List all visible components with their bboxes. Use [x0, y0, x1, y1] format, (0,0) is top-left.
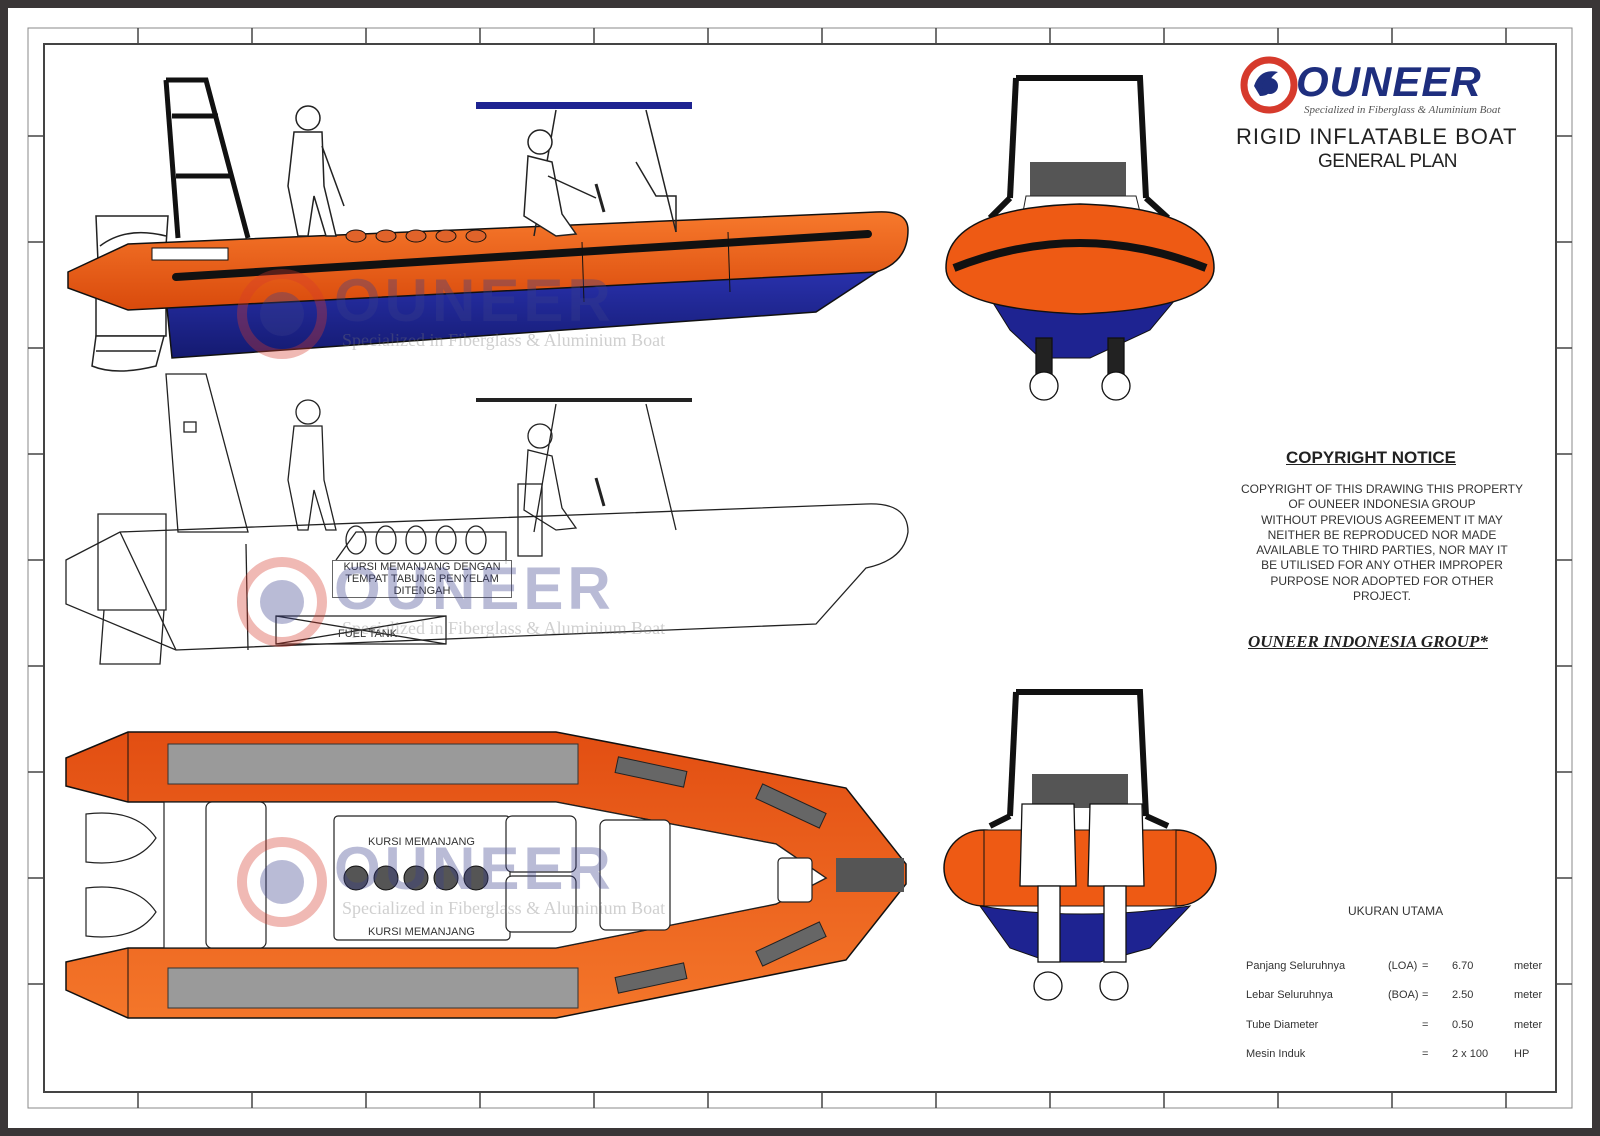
drawing-title: RIGID INFLATABLE BOAT	[1236, 124, 1518, 149]
plan-view	[65, 731, 907, 1019]
dimension-unit: meter	[1514, 989, 1543, 1001]
drawing-border	[27, 27, 1573, 1109]
dimension-label: Lebar Seluruhnya	[1246, 989, 1333, 1001]
copyright-body: COPYRIGHT OF THIS DRAWING THIS PROPERTY …	[1224, 482, 1540, 604]
copyright-line: WITHOUT PREVIOUS AGREEMENT IT MAY	[1261, 512, 1503, 527]
copyright-line: OF OUNEER INDONESIA GROUP	[1288, 497, 1476, 512]
dimension-row: Tube Diameter = 0.50 meter	[1246, 1019, 1546, 1035]
brand-logo: OUNEER Specialized in Fiberglass & Alumi…	[1240, 56, 1540, 120]
fuel-tank-label: FUEL TANK	[338, 628, 398, 640]
front-tube	[945, 203, 1215, 315]
side-profile-outline	[65, 373, 909, 665]
bench-note-line-1: KURSI MEMANJANG DENGAN	[343, 561, 501, 573]
dimension-label: Mesin Induk	[1246, 1048, 1306, 1060]
dimension-value: 6.70	[1452, 960, 1474, 972]
drawing-subtitle: GENERAL PLAN	[1318, 151, 1458, 172]
copyright-line: COPYRIGHT OF THIS DRAWING THIS PROPERTY	[1240, 482, 1524, 496]
dimension-abbr: (LOA)	[1388, 960, 1418, 972]
copyright-line: BE UTILISED FOR ANY OTHER IMPROPER	[1261, 558, 1503, 573]
dimension-equals: =	[1422, 1048, 1429, 1060]
brand-swirl-icon	[1240, 56, 1298, 114]
copyright-line: NEITHER BE REPRODUCED NOR MADE	[1267, 527, 1497, 542]
dimension-value: 0.50	[1452, 1019, 1474, 1031]
copyright-line: PURPOSE NOR ADOPTED FOR OTHER	[1270, 573, 1494, 588]
dimension-label: Tube Diameter	[1246, 1019, 1319, 1031]
copyright-line: AVAILABLE TO THIRD PARTIES, NOR MAY IT	[1256, 543, 1508, 558]
front-view	[945, 75, 1215, 401]
dimension-value: 2.50	[1452, 989, 1474, 1001]
plan-bench-bottom-label: KURSI MEMANJANG	[368, 926, 475, 938]
dimension-unit: HP	[1514, 1048, 1530, 1060]
copyright-heading: COPYRIGHT NOTICE	[1286, 448, 1457, 467]
a-frame	[163, 77, 251, 239]
plan-bench-top-label: KURSI MEMANJANG	[368, 836, 475, 848]
dimensions-heading: UKURAN UTAMA	[1348, 904, 1444, 918]
brand-tagline: Specialized in Fiberglass & Aluminium Bo…	[1304, 104, 1501, 116]
dimension-unit: meter	[1514, 1019, 1543, 1031]
copyright-line: PROJECT.	[1352, 589, 1411, 604]
crew-figure	[287, 105, 345, 237]
dimension-abbr: (BOA)	[1388, 989, 1419, 1001]
driver-figure	[523, 129, 606, 237]
bench-note: KURSI MEMANJANG DENGAN TEMPAT TABUNG PEN…	[332, 560, 512, 598]
dimension-unit: meter	[1514, 960, 1543, 972]
dimension-row: Mesin Induk = 2 x 100 HP	[1246, 1048, 1546, 1064]
dimension-equals: =	[1422, 960, 1429, 972]
dimension-equals: =	[1422, 989, 1429, 1001]
side-profile-colored	[67, 77, 909, 372]
t-top-canopy	[476, 102, 692, 109]
bench-note-line-3: DITENGAH	[393, 585, 451, 597]
company-group-name: OUNEER INDONESIA GROUP*	[1248, 632, 1488, 651]
dimension-row: Lebar Seluruhnya (BOA) = 2.50 meter	[1246, 989, 1546, 1005]
rear-view	[943, 689, 1217, 1001]
dimension-label: Panjang Seluruhnya	[1246, 960, 1346, 972]
bench-note-line-2: TEMPAT TABUNG PENYELAM	[345, 573, 499, 585]
drawing-sheet: KURSI MEMANJANG DENGAN TEMPAT TABUNG PEN…	[8, 8, 1592, 1128]
dimension-equals: =	[1422, 1019, 1429, 1031]
dimension-value: 2 x 100	[1452, 1048, 1489, 1060]
dimension-row: Panjang Seluruhnya (LOA) = 6.70 meter	[1246, 960, 1546, 976]
brand-name: OUNEER	[1296, 58, 1482, 105]
